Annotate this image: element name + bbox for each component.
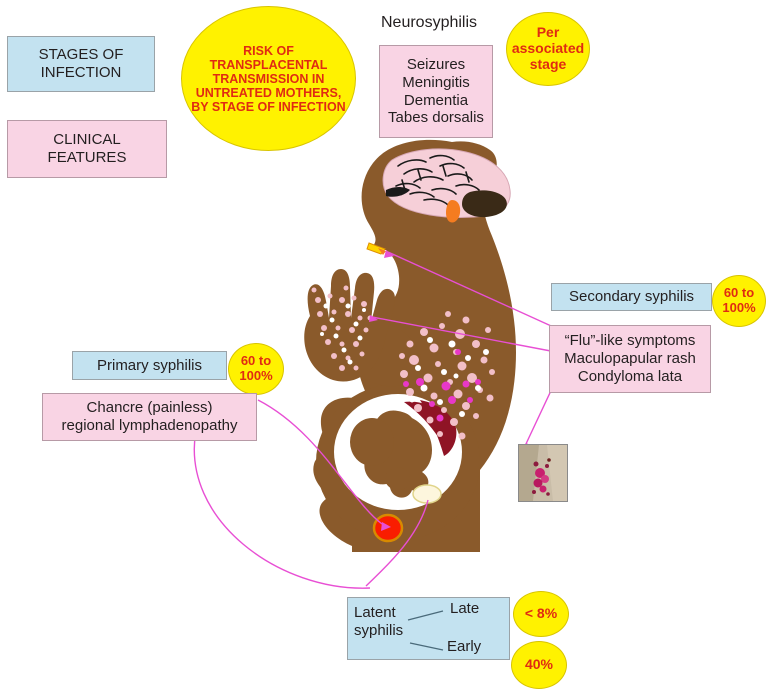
pale-lesion-icon — [412, 484, 442, 504]
primary-syphilis-features-box: Chancre (painless) regional lymphadenopa… — [42, 393, 257, 441]
palmar-rash-dots — [311, 285, 373, 371]
fetus-icon — [334, 394, 462, 510]
latent-syphilis-box — [347, 597, 510, 660]
chancre-lesion-icon — [372, 513, 404, 543]
latent-late-label: Late — [450, 600, 480, 617]
secondary-syphilis-stage-box: Secondary syphilis — [551, 283, 712, 311]
title-ellipse-transmission-risk: RISK OF TRANSPLACENTAL TRANSMISSION IN U… — [181, 6, 356, 151]
neurosyphilis-risk-ellipse: Per associated stage — [506, 12, 590, 86]
primary-syphilis-stage-box: Primary syphilis — [72, 351, 227, 380]
secondary-syphilis-risk-ellipse: 60 to 100% — [712, 275, 766, 327]
maculopapular-rash-icon — [399, 311, 495, 440]
latent-syphilis-stage-label: Latent syphilis — [354, 604, 404, 639]
mother-silhouette — [304, 139, 516, 552]
legend-clinical-features: CLINICAL FEATURES — [7, 120, 167, 178]
primary-syphilis-risk-ellipse: 60 to 100% — [228, 343, 284, 395]
condyloma-lata-photo — [518, 444, 568, 502]
neurosyphilis-features-box: Seizures Meningitis Dementia Tabes dorsa… — [379, 45, 493, 138]
latent-early-risk-ellipse: 40% — [511, 641, 567, 689]
latent-late-risk-ellipse: < 8% — [513, 591, 569, 637]
mouth-lesion-icon — [366, 242, 386, 255]
latent-early-label: Early — [447, 638, 482, 655]
neurosyphilis-heading: Neurosyphilis — [381, 14, 478, 31]
latent-connector-lines — [407, 610, 444, 651]
legend-stages-of-infection: STAGES OF INFECTION — [7, 36, 155, 92]
secondary-syphilis-features-box: “Flu”-like symptoms Maculopapular rash C… — [549, 325, 711, 393]
hand-rash-icon — [304, 269, 396, 382]
brain-icon — [382, 148, 511, 223]
